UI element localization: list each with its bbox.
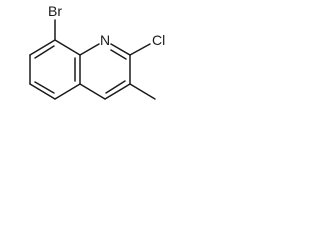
chlorine-label: Cl	[152, 32, 165, 48]
bond-c2-cl	[129, 43, 151, 56]
structure-diagram: Br N Cl	[29, 3, 165, 100]
bond-c8-c8a	[54, 39, 81, 56]
bond-c3-c4-inner	[105, 80, 126, 94]
nitrogen-label: N	[100, 32, 110, 48]
bond-c4-c4a	[79, 83, 106, 100]
bond-c7-c8-inner	[34, 45, 55, 59]
bond-c3-c4	[104, 83, 131, 100]
atom-labels: Br N Cl	[48, 3, 165, 48]
bond-n1-c2	[110, 43, 131, 56]
bond-lines	[29, 19, 156, 100]
bond-c7-c8	[29, 39, 56, 56]
bond-c3-methyl	[129, 83, 156, 100]
bond-c5-c6-inner	[34, 81, 55, 94]
bond-n1-c2-inner	[110, 49, 127, 60]
bond-c4a-c5	[54, 83, 81, 100]
bromine-label: Br	[48, 3, 62, 19]
bond-c8a-n1	[79, 43, 100, 56]
bond-c5-c6	[29, 83, 56, 100]
